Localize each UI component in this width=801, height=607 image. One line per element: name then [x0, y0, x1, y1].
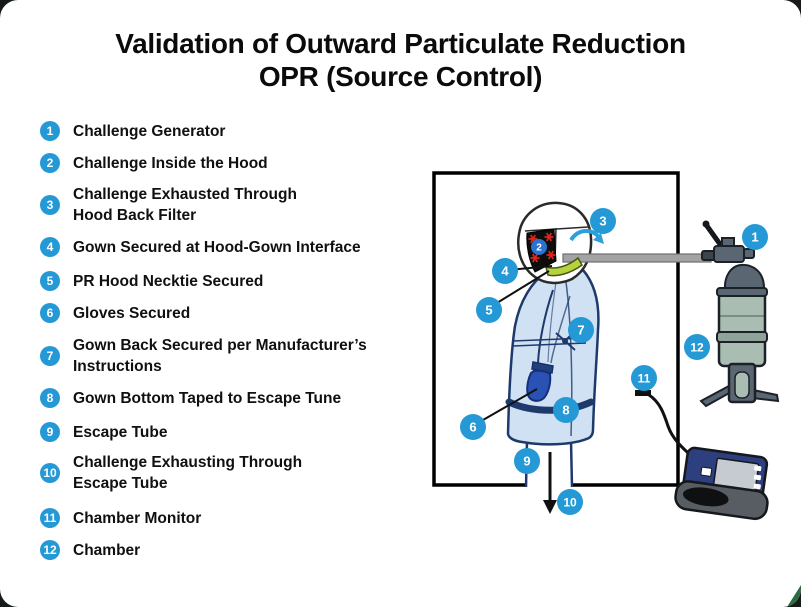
svg-text:3: 3 [599, 214, 606, 229]
diagram-callout-badges: 1 2 3 4 5 6 7 [460, 208, 768, 515]
svg-text:9: 9 [523, 454, 530, 469]
legend-number-badge: 7 [40, 346, 60, 366]
legend-number-badge: 1 [40, 121, 60, 141]
legend-item-label: Chamber [73, 541, 141, 559]
legend-item-label: Chamber Monitor [73, 509, 202, 527]
legend-item: 4 Gown Secured at Hood-Gown Interface [40, 231, 428, 263]
legend-item-label: Escape Tube [73, 423, 168, 441]
callout-badge-4: 4 [492, 258, 518, 284]
legend-number-badge: 3 [40, 195, 60, 215]
legend-item-label: Gloves Secured [73, 304, 191, 322]
gown-bottom-tape-band [505, 398, 595, 414]
svg-text:1: 1 [751, 230, 758, 245]
legend-number-badge: 4 [40, 237, 60, 257]
legend-item-label: Gown Back Secured per Manufacturer’s Ins… [73, 337, 367, 375]
legend-number-badge: 6 [40, 303, 60, 323]
opr-test-illustration: 1 2 3 4 5 6 7 [432, 171, 780, 521]
callout-line-6 [475, 388, 538, 425]
hood-necktie-collar [544, 256, 583, 277]
svg-text:12: 12 [690, 341, 704, 355]
gown [506, 268, 600, 446]
svg-text:6: 6 [469, 420, 476, 435]
legend-item-label: Challenge Exhausted Through Hood Back Fi… [73, 186, 297, 224]
svg-text:5: 5 [485, 303, 492, 318]
svg-text:7: 7 [577, 323, 584, 338]
svg-text:4: 4 [501, 264, 509, 279]
legend-item: 8 Gown Bottom Taped to Escape Tune [40, 382, 428, 414]
legend-item-label: Challenge Exhausting Through Escape Tube [73, 454, 303, 492]
callout-badge-6: 6 [460, 414, 486, 440]
challenge-supply-tube [562, 253, 712, 263]
legend-number-badge: 2 [40, 153, 60, 173]
legend-item: 11 Chamber Monitor [40, 502, 428, 534]
corner-decoration [787, 585, 801, 607]
legend-item: 12 Chamber [40, 534, 428, 566]
sleeve-line [537, 289, 554, 364]
callout-badge-11: 11 [631, 365, 657, 391]
legend-item-label: Challenge Generator [73, 122, 226, 140]
svg-text:10: 10 [563, 496, 577, 510]
legend-number-badge: 11 [40, 508, 60, 528]
legend-number-badge: 5 [40, 271, 60, 291]
legend-number-badge: 12 [40, 540, 60, 560]
legend-item: 3 Challenge Exhausted Through Hood Back … [40, 183, 428, 227]
callout-badge-2: 2 [531, 239, 547, 255]
legend-item-label: Challenge Inside the Hood [73, 154, 268, 172]
hood-exhaust-arrow-icon [569, 229, 604, 244]
legend-item: 6 Gloves Secured [40, 297, 428, 329]
legend-number-badge: 8 [40, 388, 60, 408]
chamber-monitor-illustration [674, 446, 769, 521]
callout-badge-12: 12 [684, 334, 710, 360]
callout-badge-7: 7 [568, 317, 594, 343]
callout-line-5 [491, 270, 550, 307]
monitor-probe-cable [635, 390, 695, 460]
callout-badge-3: 3 [590, 208, 616, 234]
svg-text:2: 2 [536, 243, 542, 254]
gown-front-fold-line [547, 281, 557, 363]
challenge-generator-illustration [699, 220, 780, 408]
legend-number-badge: 9 [40, 422, 60, 442]
page-title: Validation of Outward Particulate Reduct… [115, 28, 686, 92]
svg-text:8: 8 [562, 403, 569, 418]
legend-item-label: PR Hood Necktie Secured [73, 272, 264, 290]
callout-badge-10: 10 [557, 489, 583, 515]
legend-item: 10 Challenge Exhausting Through Escape T… [40, 451, 428, 495]
legend-item: 2 Challenge Inside the Hood [40, 147, 428, 179]
legend-number-badge: 10 [40, 463, 60, 483]
legend-item: 5 PR Hood Necktie Secured [40, 265, 428, 297]
callout-badge-1: 1 [742, 224, 768, 250]
legend-item: 9 Escape Tube [40, 416, 428, 448]
legend-item-label: Gown Bottom Taped to Escape Tune [73, 389, 342, 407]
callout-badge-9: 9 [514, 448, 540, 474]
glove [526, 369, 552, 402]
legend-item: 7 Gown Back Secured per Manufacturer’s I… [40, 334, 428, 378]
callout-badge-5: 5 [476, 297, 502, 323]
svg-text:11: 11 [638, 372, 651, 386]
callout-badge-8: 8 [553, 397, 579, 423]
challenge-particles-icon [528, 232, 556, 263]
exhaust-arrow-icon [543, 452, 557, 514]
legend-item: 1 Challenge Generator [40, 115, 428, 147]
legend-item-label: Gown Secured at Hood-Gown Interface [73, 238, 361, 256]
sleeve-cuff [531, 361, 554, 374]
